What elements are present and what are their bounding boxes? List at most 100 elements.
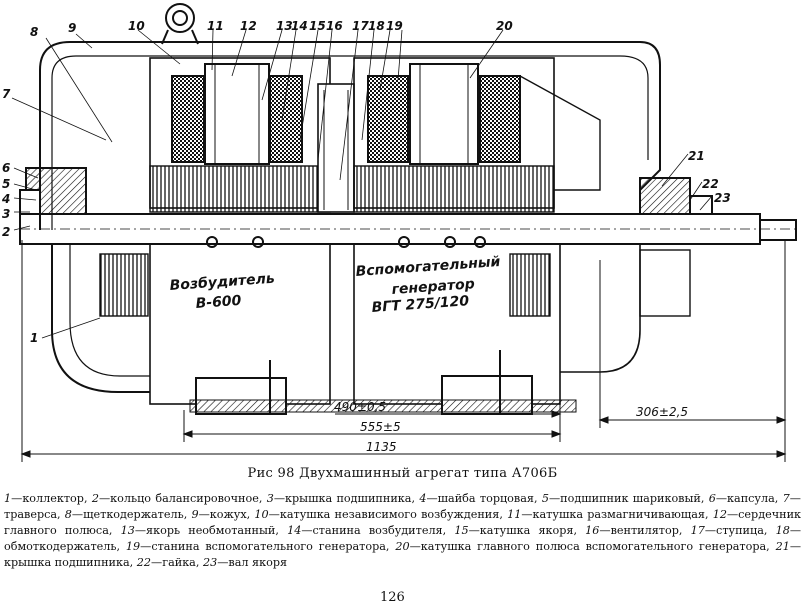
commutator <box>99 253 149 317</box>
legend-item-text: —крышка подшипника, <box>4 540 802 569</box>
legend-item-text: —гайка, <box>151 556 203 569</box>
legend-item-number: 12 <box>712 508 727 521</box>
part-number-13: 13 <box>276 19 293 33</box>
legend-item-1: 1—коллектор, <box>4 492 92 505</box>
part-number-8: 8 <box>30 25 38 39</box>
legend-item-18: 18—обмоткодержатель, <box>4 524 801 553</box>
legend-item-number: 21 <box>775 540 790 553</box>
part-number-20: 20 <box>496 19 513 33</box>
legend-item-15: 15—катушка якоря, <box>454 524 585 537</box>
legend-item-16: 16—вентилятор, <box>585 524 690 537</box>
legend-item-8: 8—щеткодержатель, <box>65 508 192 521</box>
part-number-16: 16 <box>326 19 343 33</box>
part-number-12: 12 <box>240 19 257 33</box>
legend-item-text: —кожух, <box>198 508 255 521</box>
legend-item-number: 10 <box>254 508 269 521</box>
legend-item-number: 15 <box>454 524 469 537</box>
lifting-eye <box>165 3 195 33</box>
legend-item-9: 9—кожух, <box>191 508 254 521</box>
figure-legend: 1—коллектор, 2—кольцо балансировочное, 3… <box>4 491 801 571</box>
dimension-1135: 1135 <box>366 440 397 454</box>
generator-label-line3: ВГТ 275/120 <box>371 293 470 316</box>
legend-item-5: 5—подшипник шариковый, <box>542 492 709 505</box>
legend-item-23: 23—вал якоря <box>203 556 287 569</box>
legend-item-text: —катушка размагничивающая, <box>521 508 713 521</box>
dimension-555: 555±5 <box>360 420 401 434</box>
part-number-11: 11 <box>207 19 224 33</box>
legend-item-text: —якорь необмотанный, <box>134 524 288 537</box>
legend-item-number: 7 <box>782 492 790 505</box>
legend-item-text: —катушка главного полюса вспомогательног… <box>409 540 776 553</box>
legend-item-text: —сердечник главного полюса, <box>4 508 802 537</box>
legend-item-10: 10—катушка независимого возбуждения, <box>254 508 507 521</box>
legend-item-22: 22—гайка, <box>137 556 203 569</box>
legend-item-number: 5 <box>541 492 549 505</box>
part-number-15: 15 <box>309 19 326 33</box>
legend-item-number: 9 <box>191 508 199 521</box>
legend-item-13: 13—якорь необмотанный, <box>121 524 287 537</box>
legend-item-21: 21—крышка подшипника, <box>4 540 801 569</box>
legend-item-text: —ступица, <box>704 524 776 537</box>
legend-item-number: 17 <box>690 524 705 537</box>
page-number: 126 <box>380 590 405 605</box>
legend-item-number: 4 <box>419 492 427 505</box>
legend-item-number: 13 <box>120 524 135 537</box>
legend-item-text: —шайба торцовая, <box>426 492 542 505</box>
housing-inner <box>51 55 649 230</box>
legend-item-number: 18 <box>775 524 790 537</box>
right-bearing <box>639 177 691 215</box>
fan <box>317 83 355 213</box>
part-number-1: 1 <box>30 331 38 345</box>
part-number-14: 14 <box>291 19 308 33</box>
base-plate <box>189 399 577 413</box>
part-number-6: 6 <box>2 161 10 175</box>
part-number-21: 21 <box>688 149 705 163</box>
part-number-23: 23 <box>714 191 731 205</box>
legend-item-number: 2 <box>91 492 99 505</box>
part-number-10: 10 <box>128 19 145 33</box>
legend-item-20: 20—катушка главного полюса вспомогательн… <box>395 540 775 553</box>
legend-item-number: 1 <box>4 492 12 505</box>
part-number-2: 2 <box>2 225 10 239</box>
legend-item-3: 3—крышка подшипника, <box>267 492 420 505</box>
exciter-pole <box>204 63 270 165</box>
legend-item-number: 16 <box>585 524 600 537</box>
exciter-label-line2: В-600 <box>195 293 242 312</box>
legend-item-11: 11—катушка размагничивающая, <box>507 508 713 521</box>
part-number-22: 22 <box>702 177 719 191</box>
legend-item-text: —щеткодержатель, <box>71 508 192 521</box>
legend-item-2: 2—кольцо балансировочное, <box>92 492 267 505</box>
part-number-18: 18 <box>368 19 385 33</box>
shaft-end <box>759 219 797 241</box>
legend-item-text: —подшипник шариковый, <box>548 492 709 505</box>
part-number-19: 19 <box>386 19 403 33</box>
machine-drawing: 1 2 3 4 5 6 7 8 9 10 11 12 13 14 15 16 1… <box>1 3 797 462</box>
legend-item-number: 22 <box>136 556 152 569</box>
legend-item-text: —коллектор, <box>11 492 92 505</box>
legend-item-text: —вал якоря <box>217 556 288 569</box>
part-number-9: 9 <box>68 21 76 35</box>
generator-armature <box>353 165 555 213</box>
legend-item-number: 20 <box>395 540 410 553</box>
housing-outline <box>39 41 661 230</box>
legend-item-text: —вентилятор, <box>599 524 691 537</box>
legend-item-number: 14 <box>287 524 302 537</box>
legend-item-number: 11 <box>507 508 522 521</box>
legend-item-text: —обмоткодержатель, <box>4 524 802 553</box>
figure-caption: Рис 98 Двухмашинный агрегат типа А706Б <box>247 466 558 481</box>
legend-item-text: —катушка якоря, <box>468 524 586 537</box>
legend-item-6: 6—капсула, <box>709 492 783 505</box>
legend-item-text: —капсула, <box>715 492 783 505</box>
legend-item-number: 23 <box>202 556 218 569</box>
exciter-label-line1: Возбудитель <box>169 271 275 294</box>
part-number-17: 17 <box>352 19 369 33</box>
part-number-3: 3 <box>2 207 10 221</box>
legend-item-4: 4—шайба торцовая, <box>419 492 542 505</box>
generator-pole <box>409 63 479 165</box>
legend-item-14: 14—станина возбудителя, <box>287 524 454 537</box>
legend-item-text: —крышка подшипника, <box>273 492 420 505</box>
legend-item-12: 12—сердечник главного полюса, <box>4 508 801 537</box>
legend-item-text: —станина возбудителя, <box>301 524 455 537</box>
legend-item-7: 7—траверса, <box>4 492 801 521</box>
legend-item-text: —траверса, <box>4 492 801 521</box>
